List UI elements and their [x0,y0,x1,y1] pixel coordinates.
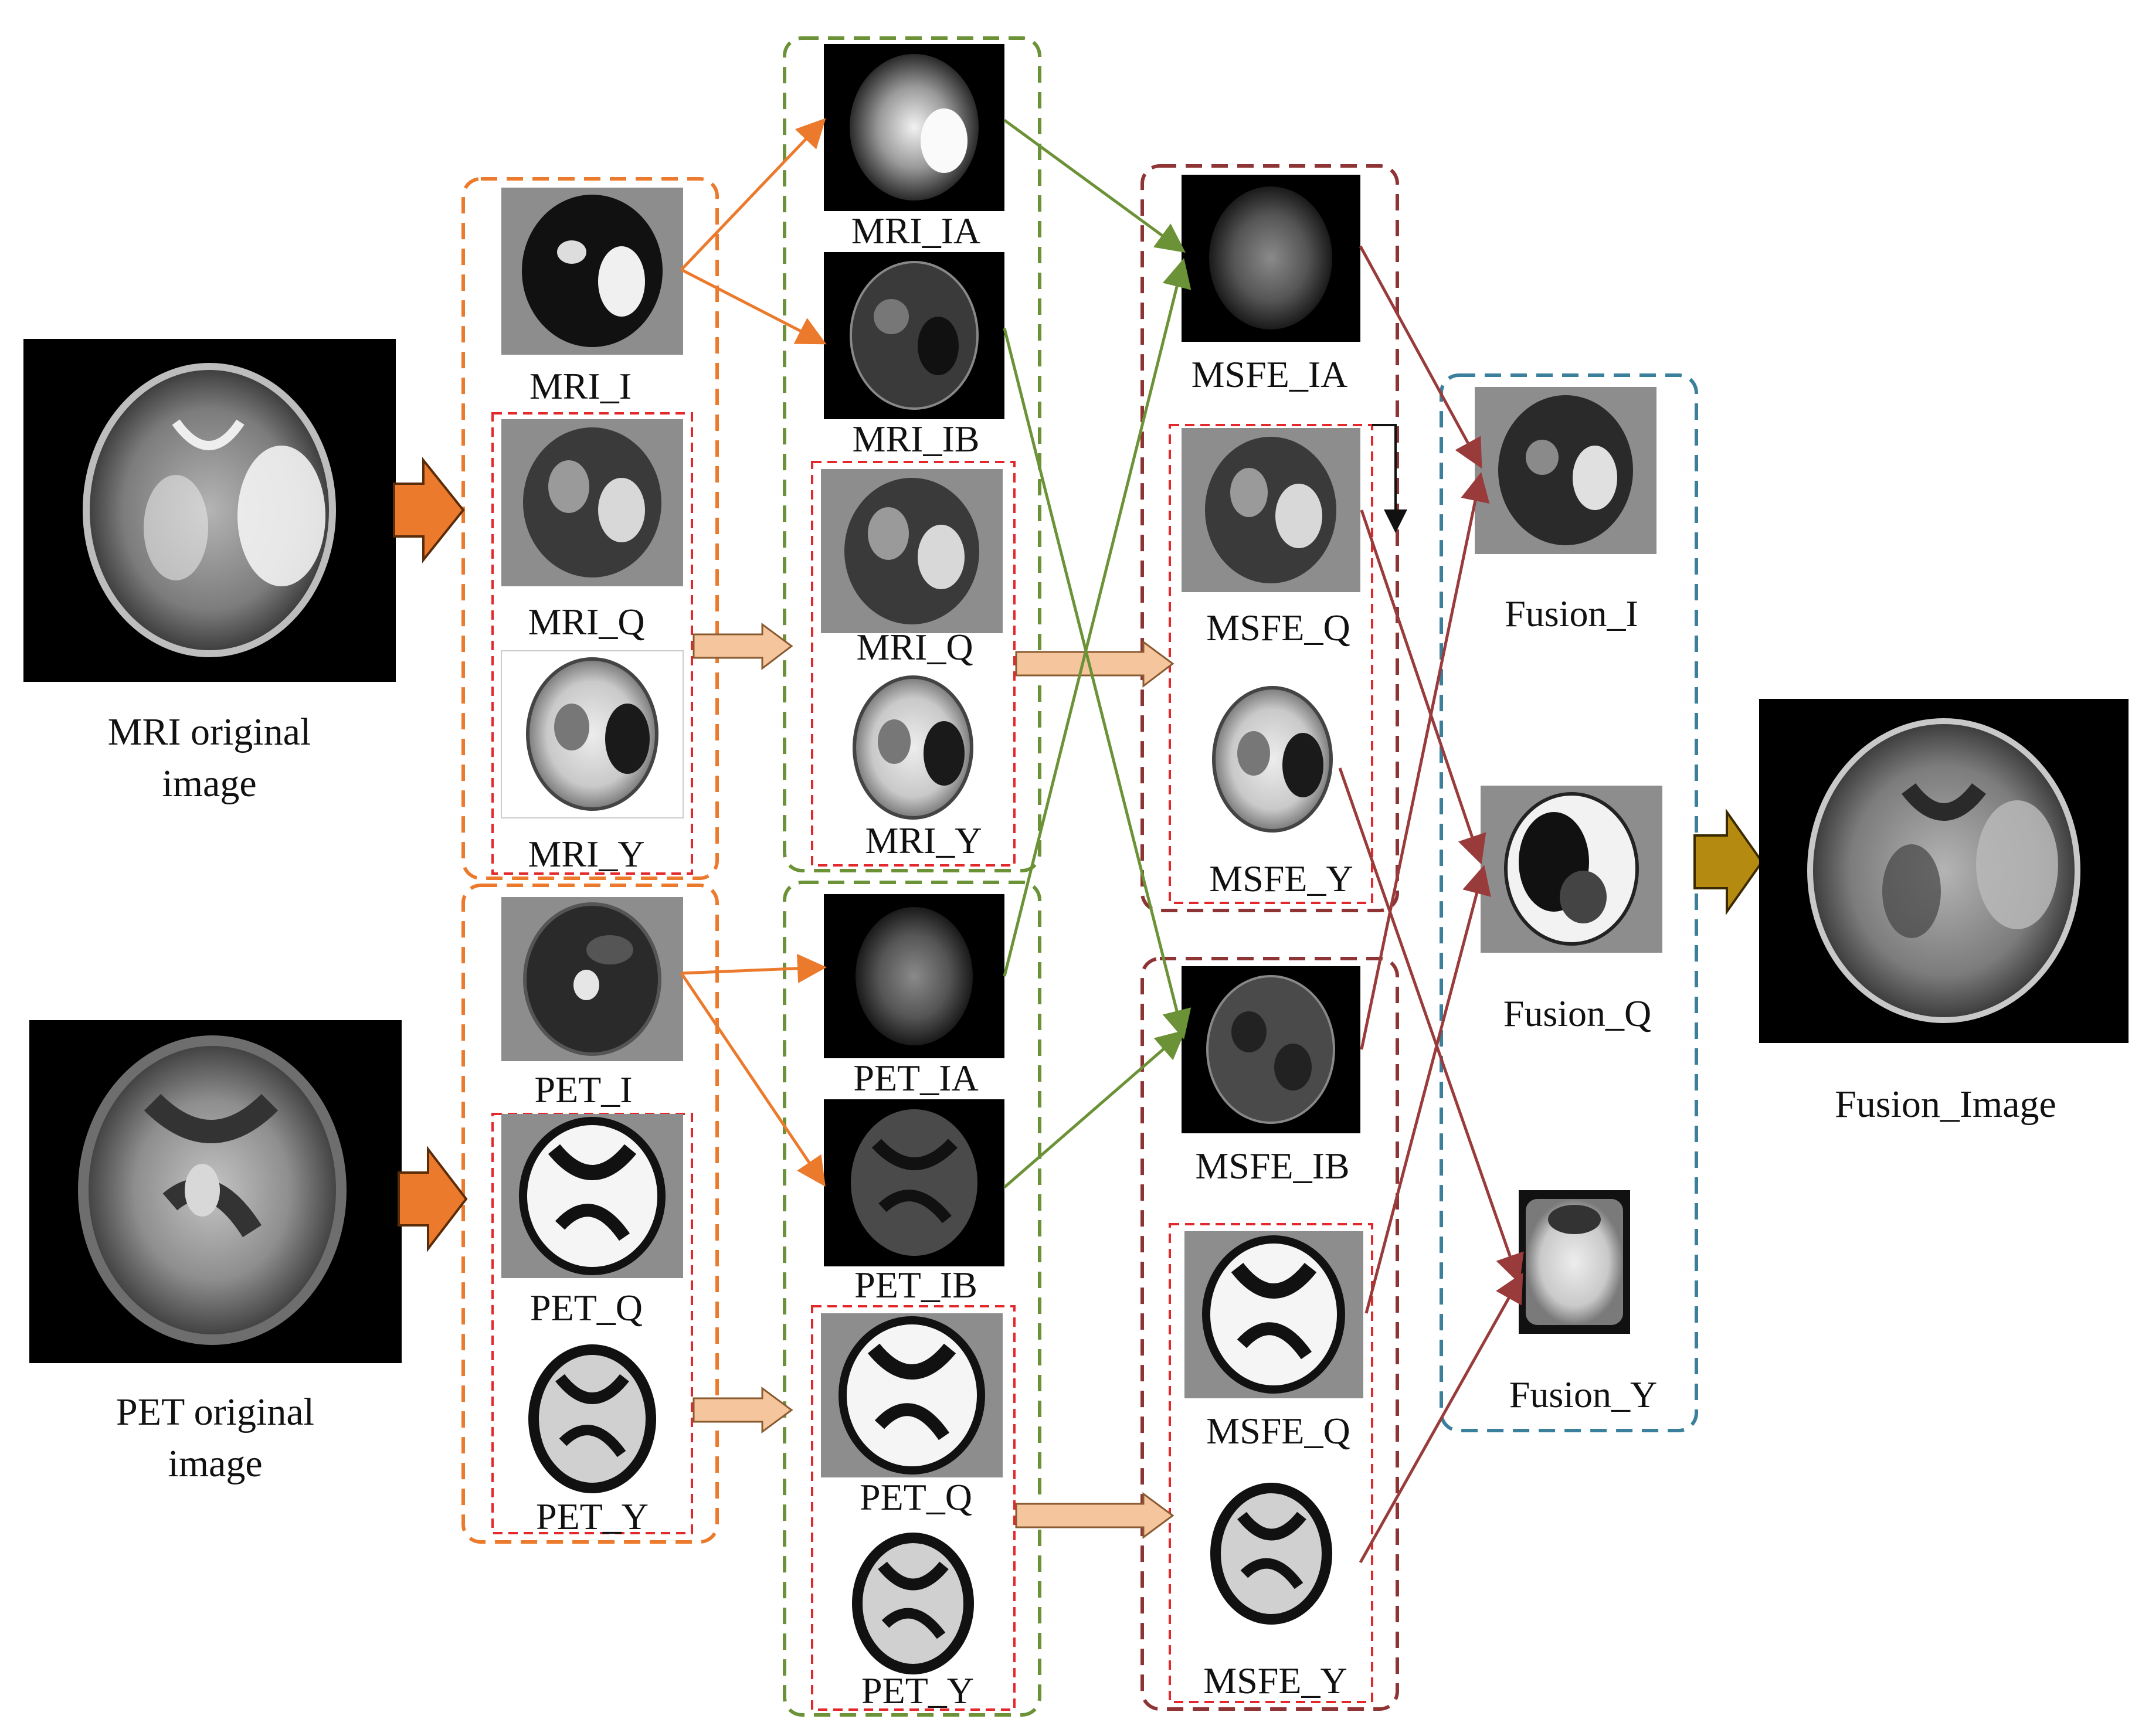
mri-q-label: MRI_Q [528,601,644,643]
msfe-y-top-thumbnail [1212,686,1333,833]
pet-ib-thumbnail [824,1099,1004,1266]
pet-i-label: PET_I [534,1069,632,1110]
msfe-q-bottom-thumbnail [1184,1231,1363,1398]
mri-qy-group [491,412,693,875]
pet-decomposition-group [461,884,719,1544]
olive-connectors [1003,118,1191,1188]
fusion-i-label: Fusion_I [1505,593,1638,634]
mri-input-arrow [393,457,465,563]
pet-q-thumbnail [501,1114,683,1278]
pet-ia-label: PET_IA [853,1057,978,1099]
msfe-q-bottom-label: MSFE_Q [1206,1410,1350,1452]
pet-original-label-line1: PET original [116,1391,314,1433]
pet-subband-group [783,881,1041,1717]
fusion-q-thumbnail [1481,786,1662,953]
msfe-y-top-label: MSFE_Y [1209,858,1353,899]
mri-q-thumbnail [501,419,683,586]
pet-y-thumbnail [528,1344,656,1493]
mri-original-label-line1: MRI original [108,711,311,753]
msfe-q-top-thumbnail [1182,428,1360,592]
pet-i-thumbnail [501,897,683,1061]
msfe-bottom-group [1140,957,1399,1711]
pet-ib-label: PET_IB [854,1264,977,1306]
mri-decomposition-group [461,177,719,880]
mri-subband-y-thumbnail [853,675,973,820]
msfe-top-group [1140,164,1399,912]
pet-subband-q-thumbnail [821,1313,1003,1477]
pet-q-label: PET_Q [530,1287,643,1329]
mri-y-thumbnail [501,650,684,818]
pet-y-label: PET_Y [536,1496,649,1537]
msfe-y-bottom-label: MSFE_Y [1203,1660,1347,1701]
pet-original-image [29,1020,402,1363]
mri-i-label: MRI_I [529,365,632,407]
pet-subband-q-label: PET_Q [860,1476,972,1518]
black-connector [1372,424,1407,533]
fusion-i-thumbnail [1475,387,1656,554]
mri-ia-label: MRI_IA [851,210,980,252]
fusion-image-label: Fusion_Image [1835,1083,2056,1126]
msfe-ib-thumbnail [1182,966,1360,1133]
fusion-y-thumbnail [1519,1190,1630,1334]
mri-ib-thumbnail [824,252,1004,419]
msfe-q-top-label: MSFE_Q [1206,607,1350,648]
pet-subband-y-label: PET_Y [861,1670,974,1711]
pet-original-label-line2: image [168,1442,262,1485]
peach-connectors [692,623,1174,1539]
msfe-ia-label: MSFE_IA [1191,354,1348,395]
mri-original-label-line2: image [162,762,256,805]
mri-ia-thumbnail [824,44,1004,211]
fusion-q-label: Fusion_Q [1503,993,1652,1034]
msfe-bottom-qy-group [1169,1223,1373,1703]
mri-subband-y-label: MRI_Y [865,820,982,861]
mri-ib-label: MRI_IB [853,418,980,460]
fusion-channels-group [1440,373,1698,1432]
msfe-ib-label: MSFE_IB [1195,1145,1349,1187]
maroon-connectors [1338,245,1524,1564]
mri-i-thumbnail [501,188,683,355]
pet-subband-y-thumbnail [852,1533,974,1674]
pet-input-arrow [398,1146,468,1252]
fusion-image [1759,699,2129,1043]
mri-subband-q-label: MRI_Q [856,626,973,668]
fusion-output-arrow [1693,808,1764,916]
pet-ia-thumbnail [824,894,1004,1058]
mri-subband-qy-group [811,461,1016,867]
mri-original-image [23,339,396,682]
pet-subband-qy-group [811,1305,1016,1711]
msfe-y-bottom-thumbnail [1210,1483,1332,1625]
orange-connectors [680,118,827,1187]
fusion-y-label: Fusion_Y [1509,1374,1658,1415]
mri-y-label: MRI_Y [528,833,644,875]
msfe-ia-thumbnail [1182,175,1360,342]
mri-subband-q-thumbnail [821,469,1003,633]
mri-subband-group [783,36,1041,872]
